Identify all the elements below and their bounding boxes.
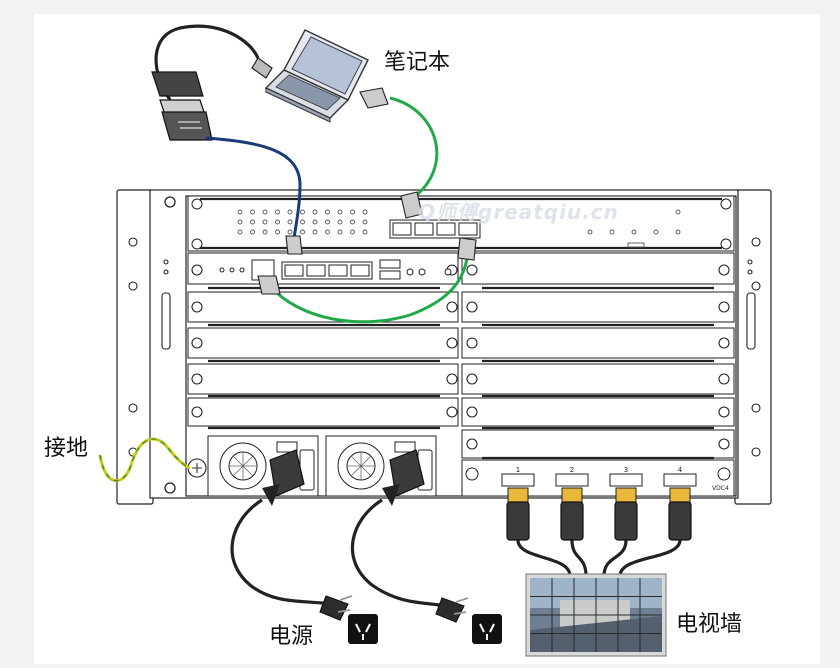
cascade-rj45-plug-top-icon [457,237,477,261]
control-rj45-plug-icon [400,191,423,219]
hdmi-port-label-1: 1 [516,466,520,474]
card-slots [187,252,735,497]
serial-rj45-plug-icon [285,235,303,255]
ground-wire-stripe [99,438,191,482]
rack-ear-details [128,237,761,457]
slot-screws [191,264,730,450]
hdmi-cables [506,487,692,577]
hdmi-output-card [465,467,731,487]
usb-serial-cable [151,24,273,141]
hdmi-port-label-3: 3 [624,466,628,474]
power-cord-1 [230,449,353,621]
ground-terminal [187,458,207,478]
power-plug-cn-icon [319,595,349,621]
power-cord-2 [350,449,469,623]
ethernet-cable-cascade [268,251,470,324]
hdmi-cable-3 [602,487,638,577]
video-wall-icon [525,573,667,657]
hdmi-port-label-2: 2 [570,466,574,474]
hdmi-ports [501,473,697,487]
usb-plug-icon [251,57,273,79]
vent-holes [237,209,368,235]
wall-socket-1-icon [348,614,378,644]
watermark: Q师傅greatqiu.cn [418,200,619,224]
hdmi-cable-1 [506,487,572,577]
serial-cable [205,136,302,245]
hdmi-cable-2 [560,487,588,577]
module-tag: VDC4 [712,485,729,492]
control-ethernet-ports [389,219,481,239]
slot-rails [208,286,714,460]
laptop-rj45-plug-icon [359,87,389,109]
db9-connector-icon [151,71,204,97]
wall-socket-2-icon [472,614,502,644]
ground-label: 接地 [44,436,89,461]
interface-card-ports [219,259,452,281]
hdmi-port-label-4: 4 [678,466,683,474]
laptop-label: 笔记本 [384,50,451,75]
control-card [187,195,735,252]
ethernet-cable-laptop [389,96,439,202]
power-plug-cn-icon-2 [435,597,465,623]
power-supplies [207,435,437,497]
video-wall-label: 电视墙 [676,612,743,637]
hdmi-cable-4 [618,487,692,577]
power-label: 电源 [269,624,314,649]
laptop-icon [264,29,369,123]
cascade-rj45-plug-bottom-icon [257,275,281,295]
db9-adapter-icon [161,111,213,141]
